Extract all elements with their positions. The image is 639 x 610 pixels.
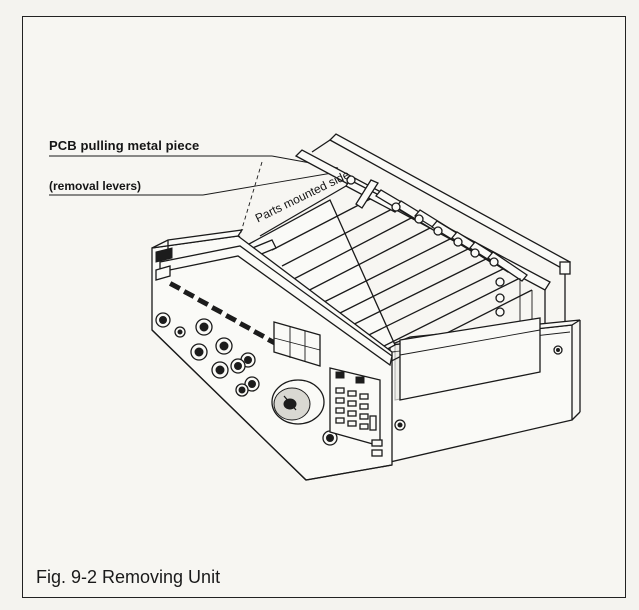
panel-knobs [155, 312, 338, 446]
panel-display [273, 321, 321, 367]
front-panel [151, 229, 393, 481]
callout-pcb-pulling-metal-piece: PCB pulling metal piece [49, 138, 200, 153]
panel-keypad [329, 367, 383, 457]
callout-removal-levers: (removal levers) [49, 179, 142, 193]
figure-caption: Fig. 9-2 Removing Unit [36, 567, 221, 587]
tuning-dial [271, 379, 325, 425]
